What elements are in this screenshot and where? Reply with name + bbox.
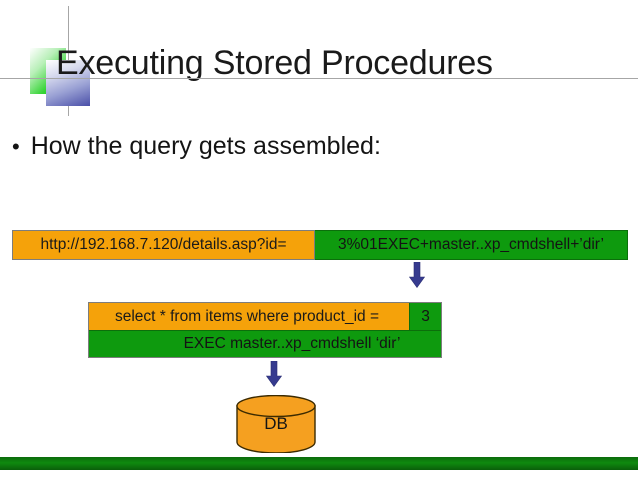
down-arrow-icon — [266, 361, 282, 387]
bullet-label: How the query gets assembled: — [30, 132, 381, 160]
url-payload-segment: 3%01EXEC+master..xp_cmdshell+’dir’ — [315, 230, 628, 260]
down-arrow-icon — [409, 262, 425, 288]
sql-injected-statement: EXEC master..xp_cmdshell ‘dir’ — [89, 330, 441, 357]
sql-query-prefix: select * from items where product_id = — [89, 303, 409, 330]
page-title: Executing Stored Procedures — [56, 44, 493, 82]
bullet-marker: • — [12, 134, 20, 159]
title-divider — [38, 78, 611, 79]
database-cylinder-icon: DB — [236, 395, 316, 453]
footer-band — [0, 457, 638, 470]
sql-query-line: select * from items where product_id = 3 — [89, 303, 441, 330]
sql-injected-value: 3 — [409, 303, 441, 330]
bullet-item: • How the query gets assembled: — [12, 132, 381, 161]
blue-gradient-square-icon — [46, 60, 90, 106]
sql-query-box: select * from items where product_id = 3… — [88, 302, 442, 358]
url-bar: http://192.168.7.120/details.asp?id= 3%0… — [12, 230, 628, 260]
url-base-segment: http://192.168.7.120/details.asp?id= — [12, 230, 315, 260]
